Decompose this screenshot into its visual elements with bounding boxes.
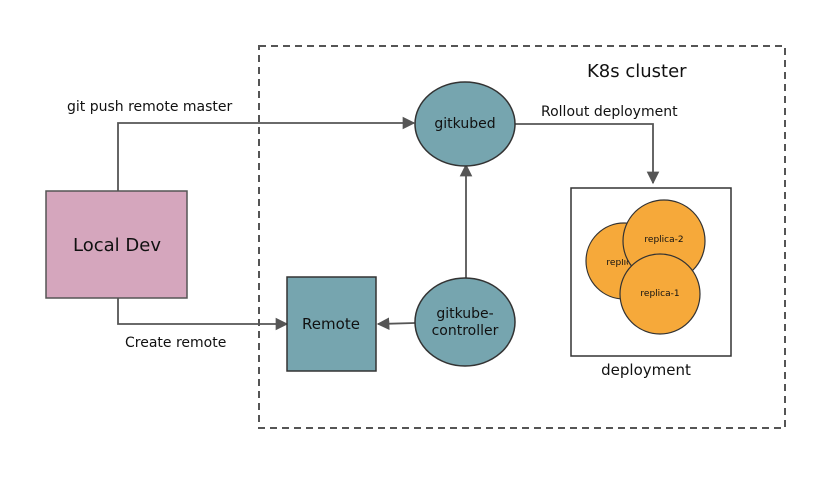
remote-node [286,276,377,372]
controller-label-line2: controller [431,323,499,339]
gitkubed-label: gitkubed [434,116,496,132]
replica-1-label: replica-1 [640,289,680,299]
gitkube-controller-node [414,277,516,367]
local-dev-label: Local Dev [73,235,161,256]
controller-label-line1: gitkube- [436,306,494,322]
controller-to-remote-arrow [376,317,416,330]
rollout-arrow [514,123,660,185]
replica-0-label: replica-0 [606,258,646,268]
git-push-label: git push remote master [67,99,233,115]
remote-label: Remote [302,315,360,333]
k8s-cluster-label: K8s cluster [587,61,687,82]
create-remote-arrow [117,298,289,331]
gitkubed-node [414,81,516,167]
git-push-arrow [117,116,416,191]
local-dev-node [45,190,188,299]
replica-2-label: replica-2 [644,235,684,245]
rollout-label: Rollout deployment [541,104,678,120]
k8s-cluster-boundary [258,45,786,429]
create-remote-label: Create remote [125,335,227,351]
replica-1-pod [619,253,701,335]
deployment-label: deployment [601,361,691,379]
